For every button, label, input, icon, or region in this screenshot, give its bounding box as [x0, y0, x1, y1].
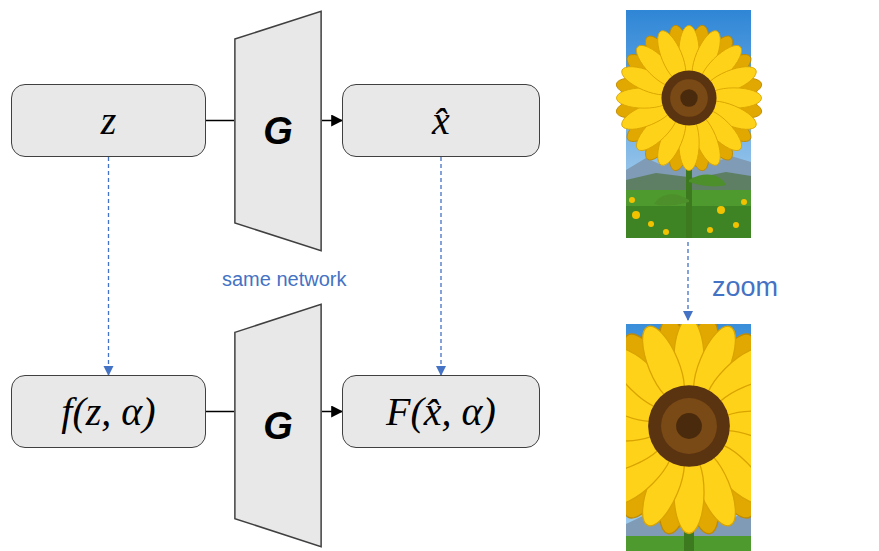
connector-line	[206, 120, 234, 122]
annotation-label: zoom	[712, 272, 778, 303]
node-text: G	[263, 407, 293, 445]
node-text: x̂	[432, 101, 450, 141]
dashed-arrow	[108, 157, 109, 375]
node-text: F(x̂, α)	[386, 392, 496, 432]
output-box: x̂	[342, 84, 540, 157]
node-text: z	[101, 101, 117, 141]
latent-box: z	[11, 84, 206, 157]
generator-trapezoid: G	[234, 10, 322, 252]
dashed-arrow	[440, 157, 441, 375]
connector-line	[322, 411, 342, 413]
connector-line	[206, 411, 234, 413]
latent-box: f(z, α)	[11, 375, 206, 448]
node-text: G	[263, 112, 293, 150]
annotation-label: same network	[222, 268, 347, 291]
connector-line	[322, 120, 342, 122]
generator-trapezoid: G	[234, 303, 322, 548]
node-text: f(z, α)	[61, 392, 155, 432]
output-box: F(x̂, α)	[342, 375, 540, 448]
